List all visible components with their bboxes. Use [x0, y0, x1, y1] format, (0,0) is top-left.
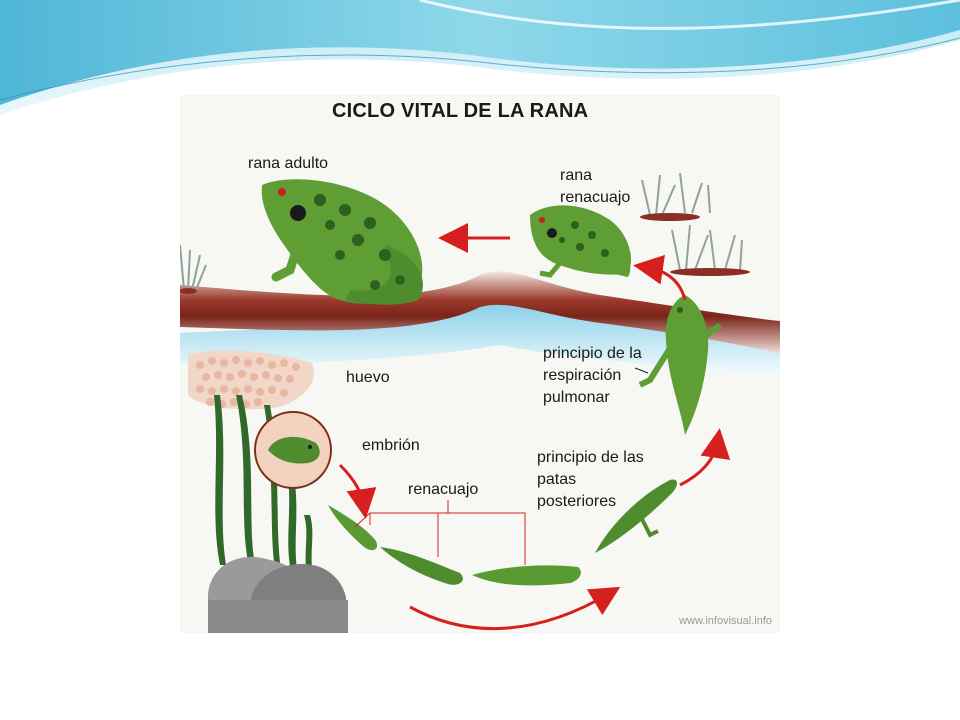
watermark: www.infovisual.info: [679, 615, 772, 627]
respiracion-pointer: [634, 367, 649, 374]
renacuajo-bracket: [354, 500, 526, 565]
egg-mass: [188, 350, 314, 410]
label-patas-posteriores: principio de las patas posteriores: [537, 449, 644, 510]
tadpole-3: [472, 565, 581, 586]
label-renacuajo: renacuajo: [408, 481, 479, 498]
earth-band: [180, 271, 780, 353]
adult-frog: [261, 179, 423, 305]
froglet: [638, 295, 722, 435]
arrow-bottom: [409, 586, 621, 630]
label-rana-renacuajo: rana renacuajo: [560, 167, 631, 206]
cycle-arrows: [338, 223, 731, 630]
frog-life-cycle-figure: CICLO VITAL DE LA RANA rana adulto rana …: [180, 95, 780, 633]
arrow-legs-to-froglet: [679, 428, 731, 487]
soil-clumps: [180, 213, 750, 294]
figure-title: CICLO VITAL DE LA RANA: [332, 100, 589, 122]
label-huevo: huevo: [346, 369, 390, 386]
water-plants: [214, 395, 314, 580]
young-frog: [530, 205, 631, 278]
tadpole-2: [380, 547, 463, 585]
grass-right: [641, 172, 743, 271]
tadpole-with-legs: [595, 479, 677, 553]
arrow-embryo-to-tadpole: [338, 463, 377, 519]
label-embrion: embrión: [362, 437, 420, 454]
label-rana-adulto: rana adulto: [248, 155, 329, 172]
life-cycle-illustration: [180, 172, 780, 633]
label-respiracion-pulmonar: principio de la respiración pulmonar: [543, 345, 642, 406]
grass-left: [180, 244, 207, 291]
tadpole-1: [328, 505, 378, 551]
rocks: [208, 556, 348, 633]
embryo: [254, 411, 332, 489]
water-band: [180, 295, 780, 375]
arrow-froglet-to-young: [633, 254, 687, 301]
